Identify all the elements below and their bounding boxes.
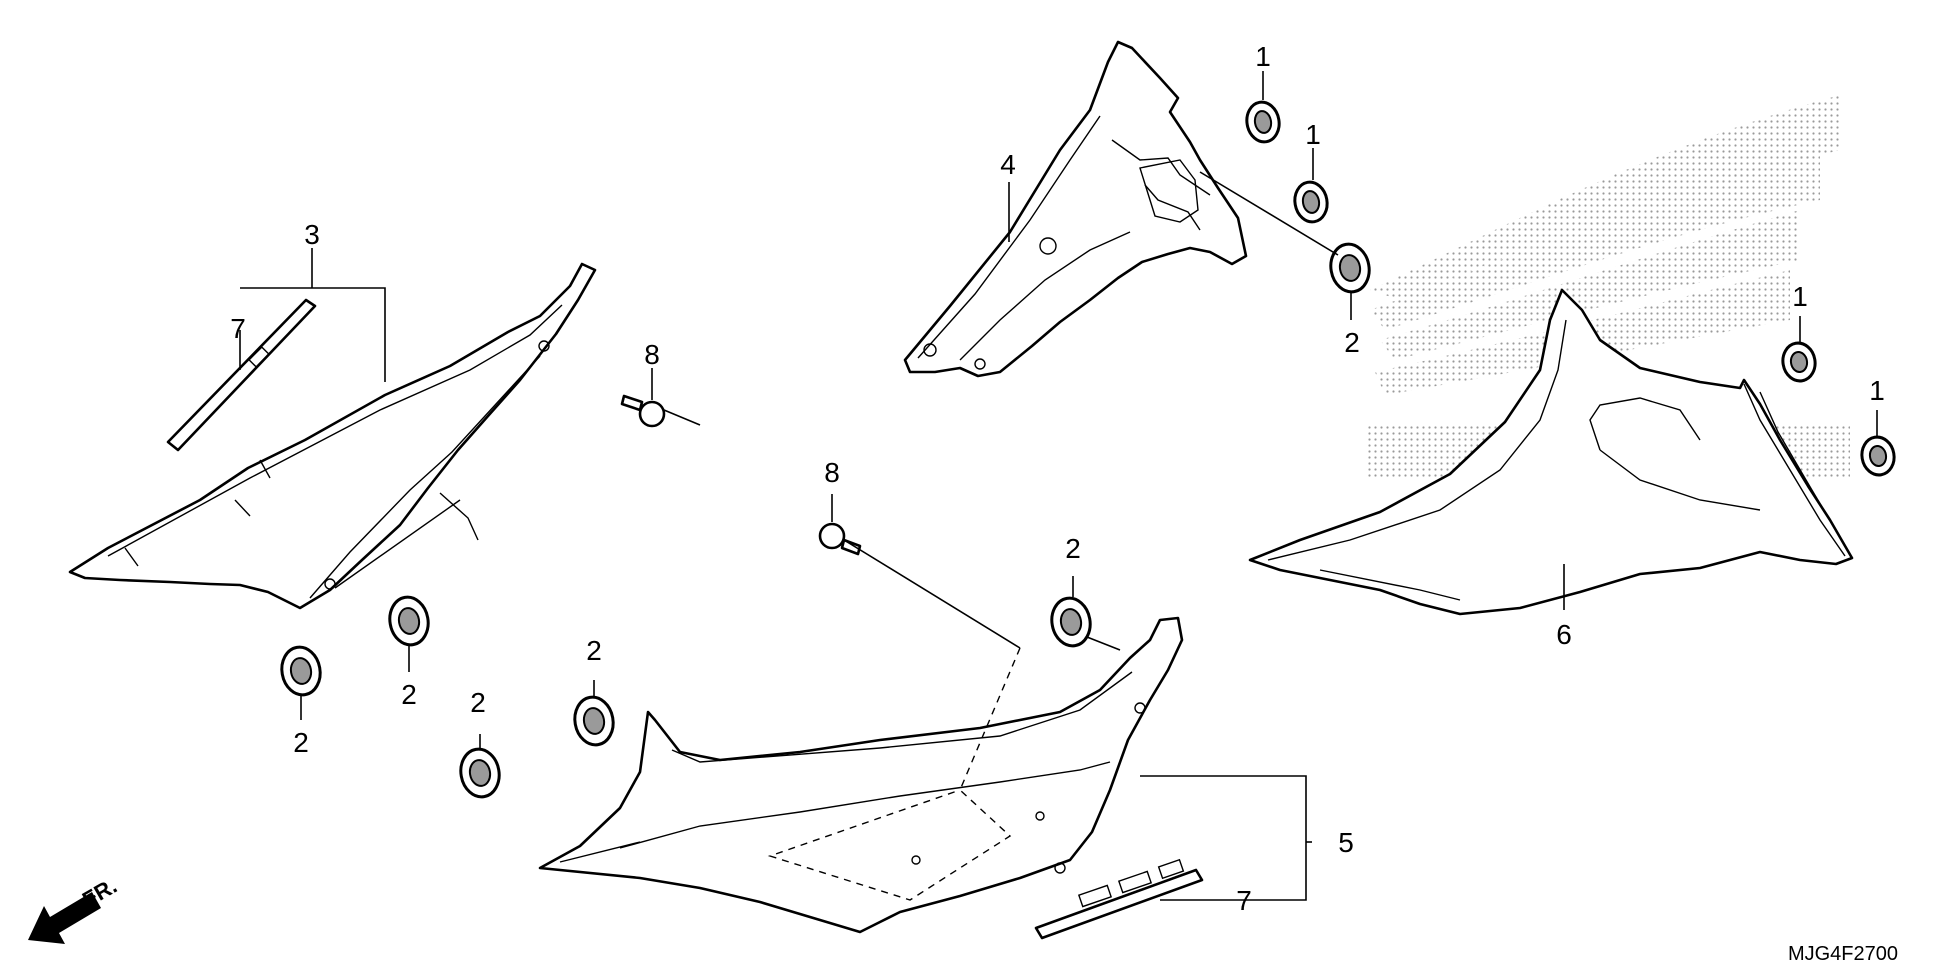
leader-lines xyxy=(239,71,1878,901)
callout-7-bottom: 7 xyxy=(1236,885,1252,916)
callout-6: 6 xyxy=(1556,619,1572,650)
callout-3: 3 xyxy=(304,219,320,250)
grommet-2-center-a xyxy=(573,695,615,747)
callout-1-right-b: 1 xyxy=(1869,375,1885,406)
callout-2-left-c: 2 xyxy=(470,687,486,718)
callout-5: 5 xyxy=(1338,827,1354,858)
callout-8-left: 8 xyxy=(644,339,660,370)
callout-2-center-a: 2 xyxy=(586,635,602,666)
screw-8-left xyxy=(620,394,666,428)
callout-4: 4 xyxy=(1000,149,1016,180)
trim-strip-bottom xyxy=(1034,858,1204,940)
diagram-code: MJG4F2700 xyxy=(1788,943,1898,965)
left-side-cover xyxy=(68,262,597,610)
screw-8-center xyxy=(818,522,862,556)
front-direction-arrow-icon: FR. xyxy=(28,873,121,944)
lower-center-cover xyxy=(538,616,1184,934)
callout-1-right-a: 1 xyxy=(1792,281,1808,312)
grommet-1-top-b xyxy=(1293,180,1329,224)
callout-2-left-a: 2 xyxy=(293,727,309,758)
callout-8-center: 8 xyxy=(824,457,840,488)
upper-center-cover xyxy=(903,40,1248,378)
callout-2-top: 2 xyxy=(1344,327,1360,358)
callout-1-top-b: 1 xyxy=(1305,119,1321,150)
callout-2-center-b: 2 xyxy=(1065,533,1081,564)
grommet-2-left-b xyxy=(388,595,430,647)
grommet-1-right-b xyxy=(1860,435,1896,477)
grommet-2-top xyxy=(1329,242,1371,294)
grommet-1-top-a xyxy=(1245,100,1281,144)
grommet-2-left-a xyxy=(280,645,322,697)
right-side-cover xyxy=(1248,288,1854,616)
callout-1-top-a: 1 xyxy=(1255,41,1271,72)
grommet-1-right-a xyxy=(1781,341,1817,383)
callout-7-left: 7 xyxy=(230,313,246,344)
grommet-2-center-b xyxy=(1050,596,1092,648)
callout-2-left-b: 2 xyxy=(401,679,417,710)
grommet-2-left-c xyxy=(459,747,501,799)
trim-strip-left xyxy=(166,298,317,452)
